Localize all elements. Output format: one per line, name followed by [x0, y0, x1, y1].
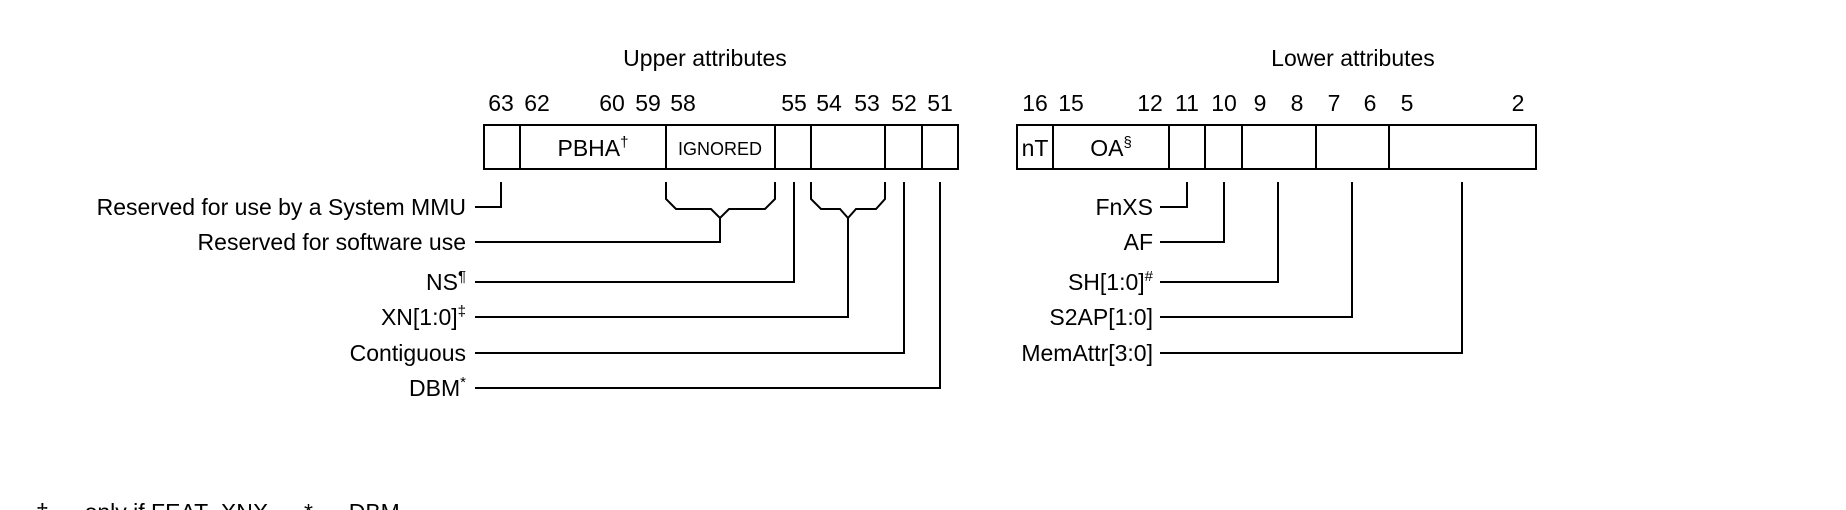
- bit-number: 15: [1058, 90, 1084, 116]
- bit-number: 54: [816, 90, 842, 116]
- ignored-brace: [665, 182, 776, 220]
- bit-number: 59: [635, 90, 661, 116]
- bit-number: 11: [1175, 90, 1199, 116]
- label-sh: SH[1:0]#: [1068, 268, 1154, 295]
- upper-register-box: PBHA† IGNORED: [483, 124, 959, 170]
- nt-field: nT: [1022, 135, 1049, 161]
- label-contiguous: Contiguous: [350, 340, 466, 366]
- lower-leader-lines: [1160, 182, 1463, 354]
- label-af: AF: [1124, 229, 1153, 255]
- lower-register-box: nT OA§: [1016, 124, 1537, 170]
- pbha-field: PBHA†: [558, 134, 629, 161]
- bit-number: 16: [1022, 90, 1048, 116]
- label-reserved-system-mmu: Reserved for use by a System MMU: [97, 194, 466, 220]
- label-ns: NS¶: [426, 268, 466, 295]
- bit-number: 55: [781, 90, 807, 116]
- bit-number: 58: [670, 90, 696, 116]
- bit-number: 63: [488, 90, 514, 116]
- label-dbm: DBM*: [409, 374, 466, 401]
- bit-number: 52: [891, 90, 917, 116]
- bit-number: 8: [1291, 90, 1304, 116]
- bit-number: 9: [1254, 90, 1267, 116]
- upper-attributes-title: Upper attributes: [623, 45, 787, 71]
- bit-number: 6: [1364, 90, 1377, 116]
- upper-register-outline: [483, 124, 959, 170]
- footnote-text: ‡ … only if FEAT_XNX … * … DBM …: [36, 499, 429, 510]
- oa-field: OA§: [1090, 134, 1132, 161]
- bit-number: 51: [927, 90, 953, 116]
- bit-number: 53: [854, 90, 880, 116]
- xn-brace: [810, 182, 886, 220]
- lower-attributes-title: Lower attributes: [1271, 45, 1435, 71]
- bit-number: 62: [524, 90, 550, 116]
- bit-number: 12: [1137, 90, 1163, 116]
- label-xn: XN[1:0]‡: [381, 303, 466, 330]
- upper-bit-numbers: 63 62 60 59 58 55 54 53 52 51: [488, 90, 953, 116]
- lower-register-outline: [1016, 124, 1537, 170]
- bit-number: 10: [1211, 90, 1237, 116]
- label-reserved-software: Reserved for software use: [198, 229, 466, 255]
- lower-bit-numbers: 16 15 12 11 10 9 8 7 6 5 2: [1022, 90, 1524, 116]
- bit-number: 2: [1512, 90, 1525, 116]
- bit-number: 7: [1328, 90, 1341, 116]
- ignored-field: IGNORED: [678, 139, 762, 159]
- label-fnxs: FnXS: [1095, 194, 1153, 220]
- label-s2ap: S2AP[1:0]: [1049, 304, 1153, 330]
- bit-number: 60: [599, 90, 625, 116]
- bit-number: 5: [1401, 90, 1414, 116]
- upper-leader-lines: [475, 182, 941, 389]
- label-memattr: MemAttr[3:0]: [1021, 340, 1153, 366]
